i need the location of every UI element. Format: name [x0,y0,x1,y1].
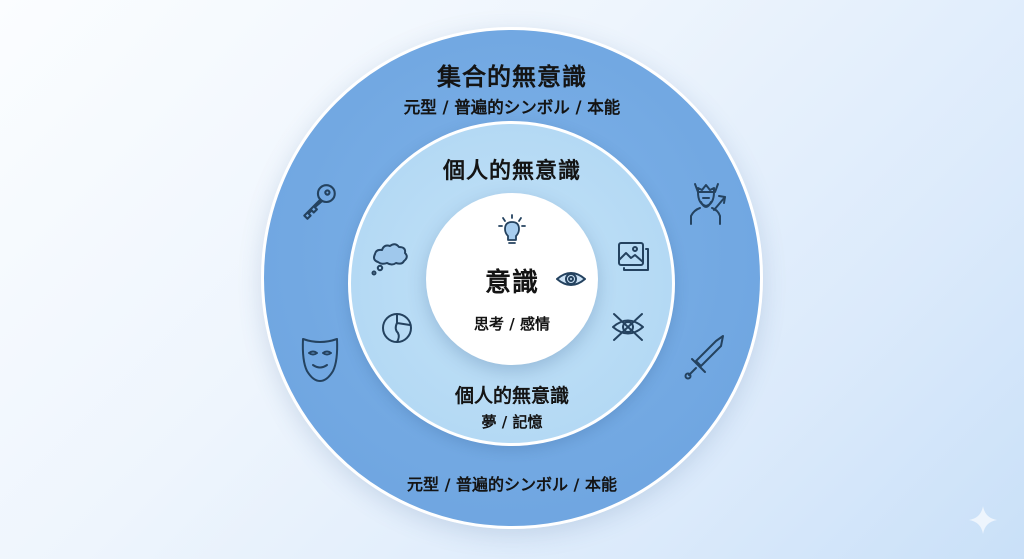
personal-unconscious-subtitle: 夢 / 記憶 [481,413,543,431]
sword-icon [683,333,727,381]
key-icon [298,181,340,223]
theater-mask-icon [300,335,340,383]
collective-unconscious-subtitle-top: 元型 / 普遍的シンボル / 本能 [403,98,621,117]
viking-king-icon [686,180,728,226]
lightbulb-icon [497,213,527,249]
collective-unconscious-title: 集合的無意識 [437,63,587,91]
consciousness-subtitle: 思考 / 感情 [474,315,550,333]
eye-off-icon [610,310,646,344]
eye-icon [555,268,587,290]
personal-unconscious-title-bottom: 個人的無意識 [454,385,569,407]
consciousness-title: 意識 [484,268,539,298]
personal-unconscious-title: 個人的無意識 [442,159,581,184]
photo-gallery-icon [616,240,652,274]
sparkle-icon [967,504,999,536]
pie-chart-icon [380,311,414,345]
thought-cloud-icon [370,240,410,278]
collective-unconscious-subtitle-bottom: 元型 / 普遍的シンボル / 本能 [407,475,617,494]
